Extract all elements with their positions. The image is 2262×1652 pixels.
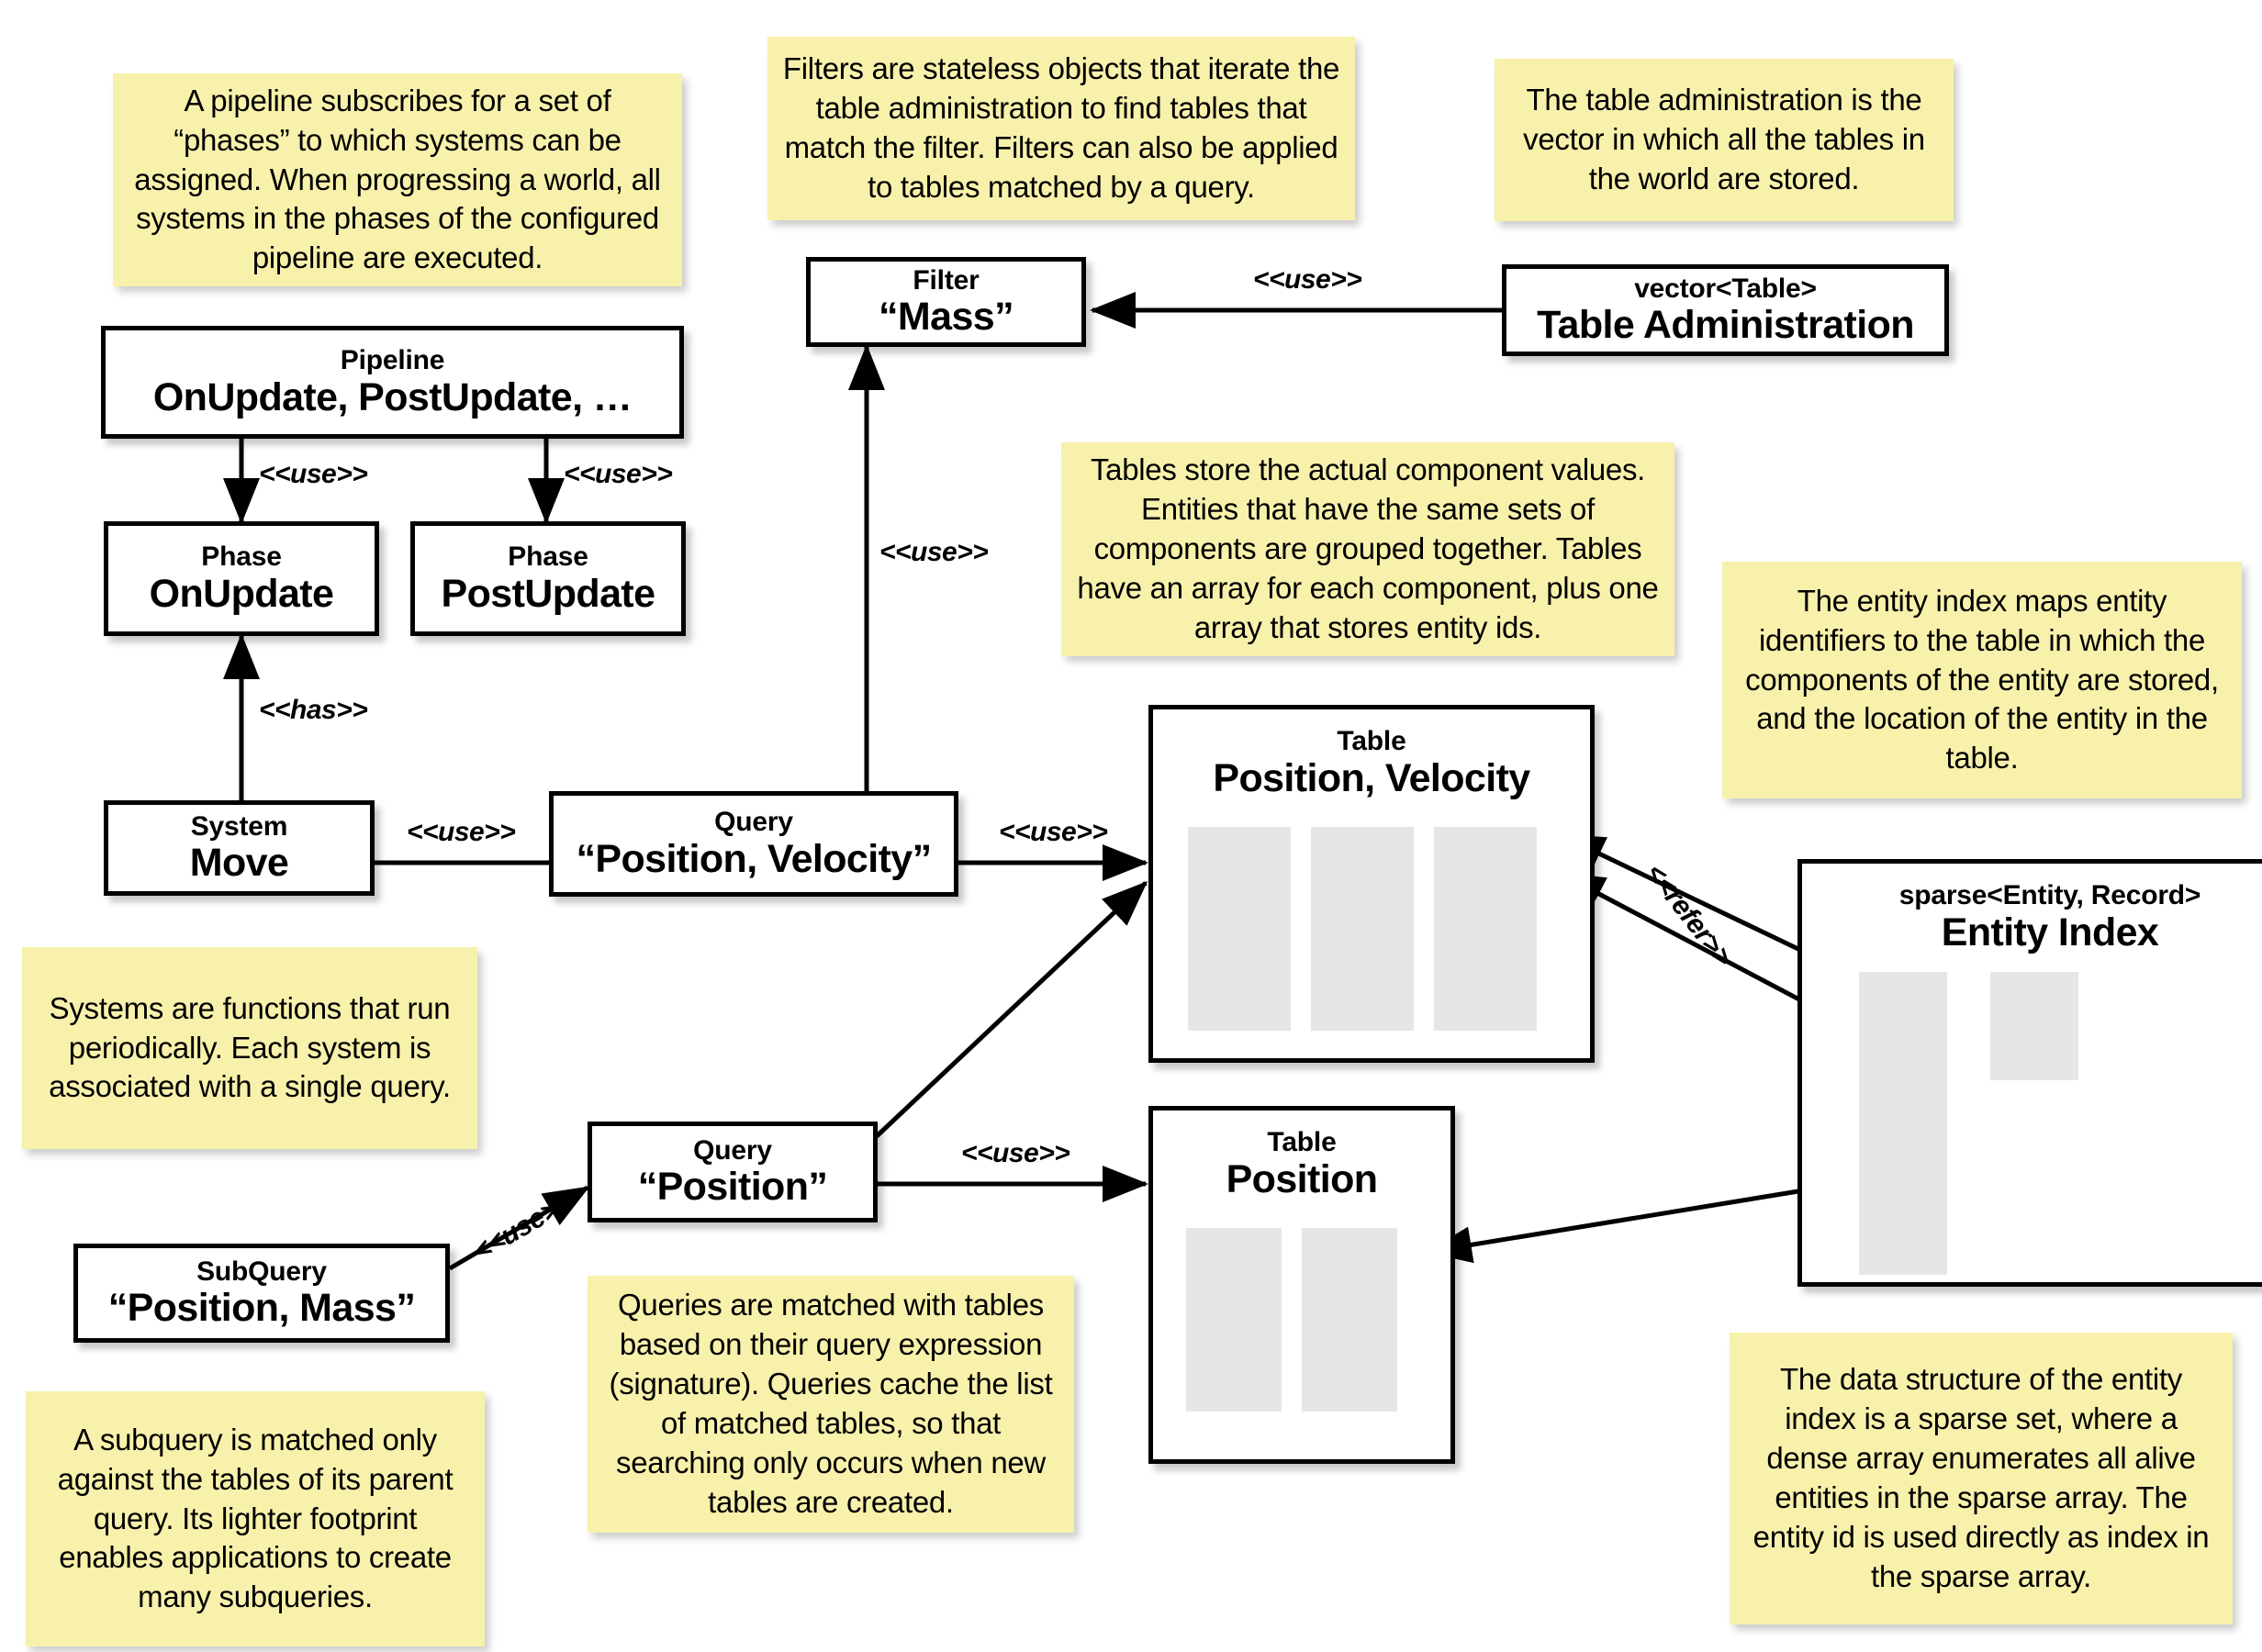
note-subquery: A subquery is matched only against the t… [26,1391,485,1646]
note-tables: Tables store the actual component values… [1061,442,1674,656]
entity-index-sparse-array [1859,972,1947,1275]
uml-title-filter-mass: “Mass” [879,295,1014,340]
uml-title-table-position-velocity: Position, Velocity [1213,755,1530,800]
uml-box-system-move[interactable]: System Move [104,800,375,896]
edge-entity-index-to-table-position [1426,1178,1861,1264]
uml-stereotype-phase-postupdate: Phase [508,541,588,573]
uml-title-query-position-velocity: “Position, Velocity” [576,836,932,881]
uml-box-query-position[interactable]: Query “Position” [588,1122,878,1222]
edge-label-pipeline-phase-onupdate: <<use>> [259,459,368,489]
uml-stereotype-table-administration: vector<Table> [1634,273,1817,304]
note-pipeline: A pipeline subscribes for a set of “phas… [113,73,682,286]
uml-stereotype-table-position: Table [1267,1127,1337,1157]
table-position-columns [1186,1228,1397,1412]
uml-stereotype-query-position: Query [693,1134,772,1166]
uml-stereotype-query-position-velocity: Query [714,807,793,838]
table-position-velocity-columns [1188,827,1537,1031]
uml-box-phase-postupdate[interactable]: Phase PostUpdate [410,521,686,636]
uml-stereotype-entity-index: sparse<Entity, Record> [1898,880,2201,910]
uml-title-phase-postupdate: PostUpdate [441,571,656,616]
table-column [1188,827,1291,1031]
uml-stereotype-filter-mass: Filter [913,264,980,296]
uml-stereotype-phase-onupdate: Phase [201,541,282,573]
note-systems: Systems are functions that run periodica… [22,947,477,1149]
uml-box-entity-index[interactable]: sparse<Entity, Record> Entity Index [1797,859,2262,1287]
edge-label-query-table-use: <<use>> [999,817,1108,847]
uml-stereotype-subquery: SubQuery [196,1256,327,1287]
note-filter: Filters are stateless objects that itera… [767,37,1355,220]
edge-label-query-position-table-use: <<use>> [961,1138,1070,1168]
edge-label-subquery-query-use: <<use>> [468,1186,577,1267]
edge-label-pipeline-phase-postupdate: <<use>> [564,459,673,489]
uml-title-system-move: Move [189,841,289,886]
edge-label-system-query-use: <<use>> [407,817,516,847]
edge-label-query-filter-use: <<use>> [879,537,989,567]
uml-stereotype-table-position-velocity: Table [1337,726,1406,756]
edge-label-system-phase-has: <<has>> [259,695,368,725]
note-table-administration: The table administration is the vector i… [1495,59,1954,221]
uml-title-entity-index: Entity Index [1941,910,2159,954]
uml-title-query-position: “Position” [637,1165,828,1210]
table-column [1186,1228,1282,1412]
table-column [1434,827,1537,1031]
note-queries: Queries are matched with tables based on… [588,1276,1074,1533]
uml-box-pipeline[interactable]: Pipeline OnUpdate, PostUpdate, … [101,326,684,439]
note-sparse-set: The data structure of the entity index i… [1730,1333,2233,1624]
edge-label-admin-filter-use: <<use>> [1253,264,1362,295]
uml-title-table-position: Position [1226,1156,1378,1201]
uml-box-table-administration[interactable]: vector<Table> Table Administration [1502,264,1949,356]
uml-box-subquery-position-mass[interactable]: SubQuery “Position, Mass” [73,1244,450,1343]
uml-box-table-position-velocity[interactable]: Table Position, Velocity [1148,705,1595,1063]
uml-title-phase-onupdate: OnUpdate [149,571,334,616]
note-entity-index: The entity index maps entity identifiers… [1722,562,2242,798]
uml-box-table-position[interactable]: Table Position [1148,1106,1455,1464]
table-column [1302,1228,1397,1412]
edge-label-entity-index-refer: <<refer>> [1639,858,1739,973]
table-column [1311,827,1414,1031]
uml-box-query-position-velocity[interactable]: Query “Position, Velocity” [549,791,958,897]
edge-query-position-to-table-pv [875,880,1148,1138]
uml-title-table-administration: Table Administration [1537,303,1914,348]
uml-stereotype-pipeline: Pipeline [340,345,445,376]
entity-index-dense-array [1990,972,2078,1080]
uml-stereotype-system-move: System [190,810,288,842]
uml-title-pipeline: OnUpdate, PostUpdate, … [152,374,633,419]
uml-box-phase-onupdate[interactable]: Phase OnUpdate [104,521,379,636]
uml-box-filter-mass[interactable]: Filter “Mass” [806,257,1086,347]
uml-title-subquery: “Position, Mass” [107,1286,416,1331]
